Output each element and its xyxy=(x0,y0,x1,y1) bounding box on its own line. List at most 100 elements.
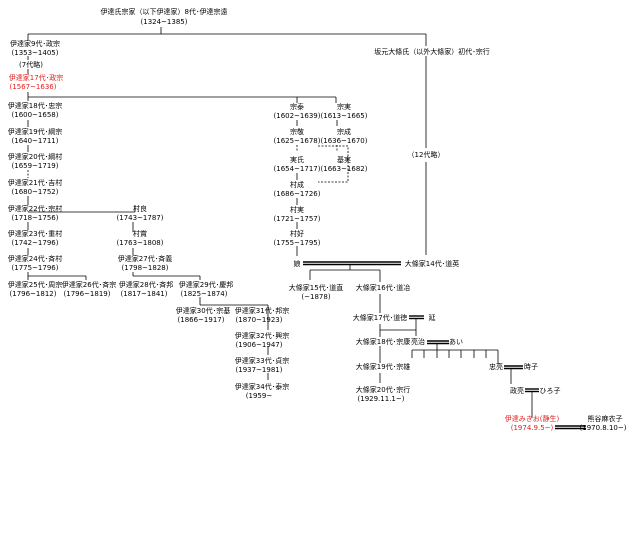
node-munenari: 宗成 (1636~1670) xyxy=(321,127,368,145)
node-years: (1686~1726) xyxy=(274,190,321,198)
node-years: (1796~1812) xyxy=(10,290,57,298)
node-label: （12代略） xyxy=(408,150,445,159)
node-d28: 伊達家28代･斉邦 (1817~1841) xyxy=(119,280,173,298)
node-label: 政亮 xyxy=(510,386,524,395)
node-label: 伊達家18代･忠宗 xyxy=(8,101,62,110)
node-label: 大條家15代･道直 xyxy=(289,283,343,292)
node-d23: 伊達家23代･重村 (1742~1796) xyxy=(8,229,62,247)
node-label: 村賞 xyxy=(133,229,147,238)
node-label: 宗泰 xyxy=(290,102,304,111)
node-root: 伊達氏宗家（以下伊達家）8代･伊達宗遠 (1324~1385) xyxy=(101,7,228,26)
node-years: (1796~1819) xyxy=(64,290,111,298)
node-years: (1721~1757) xyxy=(274,215,321,223)
node-murasada: 村賞 (1763~1808) xyxy=(117,229,164,247)
node-label: 村好 xyxy=(290,229,304,238)
node-years: (1817~1841) xyxy=(121,290,168,298)
node-years: (1663~1682) xyxy=(321,165,368,173)
node-munetai: 宗泰 (1602~1639) xyxy=(274,102,321,120)
node-label: 伊達家17代･政宗 xyxy=(9,73,63,82)
node-years: (1567~1636) xyxy=(10,83,57,91)
node-years: (1798~1828) xyxy=(122,264,169,272)
node-murazane: 村実 (1721~1757) xyxy=(274,205,321,223)
node-label: 伊達家9代･政宗 xyxy=(10,39,60,48)
node-o20: 大條家20代･宗行 (1929.11.1~) xyxy=(356,385,410,403)
node-label: 伊達家25代･周宗 xyxy=(8,280,62,289)
node-years: (1625~1678) xyxy=(274,137,321,145)
node-ai: あい xyxy=(449,338,463,346)
node-years: (1718~1756) xyxy=(12,214,59,222)
node-label: 宗敬 xyxy=(290,127,304,136)
node-sakamoto: 坂元大條氏（以外大條家）初代･宗行 xyxy=(374,47,490,56)
node-hiroko: ひろ子 xyxy=(540,387,561,395)
node-d20: 伊達家20代･綱村 (1659~1719) xyxy=(8,152,62,170)
node-d33: 伊達家33代･貞宗 (1937~1981) xyxy=(235,356,289,374)
node-label: 伊達家28代･斉邦 xyxy=(119,280,173,289)
node-years: (1324~1385) xyxy=(141,18,188,26)
node-label: 伊達家23代･重村 xyxy=(8,229,62,238)
node-ko: 延 xyxy=(429,313,436,322)
node-label: 伊達家22代･宗村 xyxy=(8,204,62,213)
node-label: 伊達家20代･綱村 xyxy=(8,152,62,161)
node-d32: 伊達家32代･興宗 (1906~1947) xyxy=(235,331,289,349)
node-years: (1636~1670) xyxy=(321,137,368,145)
node-label: 伊達みきお(静生) xyxy=(505,414,560,423)
node-years: (1755~1795) xyxy=(274,239,321,247)
node-masasuke: 政亮 xyxy=(510,386,524,395)
node-years: (1353~1405) xyxy=(12,49,59,57)
node-motozane: 基実 (1663~1682) xyxy=(321,155,368,173)
node-label: 伊達家33代･貞宗 xyxy=(235,356,289,365)
node-label: 娘 xyxy=(294,259,301,268)
node-years: (1659~1719) xyxy=(12,162,59,170)
node-d24: 伊達家24代･斉村 (1775~1796) xyxy=(8,254,62,272)
node-label: 伊達家30代･宗基 xyxy=(176,306,230,315)
node-years: (1775~1796) xyxy=(12,264,59,272)
node-d34: 伊達家34代･泰宗 (1959~ xyxy=(235,382,289,400)
node-muneisa: 宗敬 (1625~1678) xyxy=(274,127,321,145)
node-label: 宗実 xyxy=(337,102,351,111)
node-years: (1600~1658) xyxy=(12,111,59,119)
node-label: 伊達家29代･慶邦 xyxy=(179,280,233,289)
node-years: (1825~1874) xyxy=(181,290,228,298)
node-years: (1602~1639) xyxy=(274,112,321,120)
node-label: 大條家18代･宗康 xyxy=(356,337,410,346)
node-sanesuke: 実氏 (1654~1717) xyxy=(274,155,321,173)
node-d18: 伊達家18代･忠宗 (1600~1658) xyxy=(8,101,62,119)
node-d29: 伊達家29代･慶邦 (1825~1874) xyxy=(179,280,233,298)
node-years: (1742~1796) xyxy=(12,239,59,247)
node-d26: 伊達家26代･斉宗 (1796~1819) xyxy=(62,280,116,298)
node-years: (1870~1923) xyxy=(236,316,283,324)
node-label: 大條家14代･道英 xyxy=(405,259,459,268)
connector-lines xyxy=(27,27,586,430)
node-label: 伊達家19代･綱宗 xyxy=(8,127,62,136)
node-years: (1680~1752) xyxy=(12,188,59,196)
node-o19: 大條家19代･宗雄 xyxy=(356,362,410,371)
node-label: 熊谷麻衣子 xyxy=(588,414,623,423)
node-years: (~1878) xyxy=(301,293,330,301)
node-murayoshi: 村好 (1755~1795) xyxy=(274,229,321,247)
node-label: 時子 xyxy=(524,363,538,371)
node-musume: 娘 xyxy=(294,259,301,268)
node-mikio: 伊達みきお(静生) (1974.9.5~) xyxy=(505,414,560,432)
node-d12ryaku: （12代略） xyxy=(408,150,445,159)
node-label: 宗成 xyxy=(337,127,351,136)
node-label: 大條家19代･宗雄 xyxy=(356,362,410,371)
node-label: 実氏 xyxy=(290,155,304,164)
node-o17: 大條家17代･道徳 xyxy=(353,313,407,322)
node-years: (1974.9.5~) xyxy=(511,424,554,432)
node-muranaga: 村良 (1743~1787) xyxy=(117,204,164,222)
node-label: 伊達氏宗家（以下伊達家）8代･伊達宗遠 xyxy=(101,7,228,16)
node-kumagai: 熊谷麻衣子 (1970.8.10~) xyxy=(580,414,627,432)
node-label: 大條家16代･道冶 xyxy=(356,283,410,292)
node-d25: 伊達家25代･周宗 (1796~1812) xyxy=(8,280,62,298)
node-years: (1866~1917) xyxy=(178,316,225,324)
node-d31: 伊達家31代･邦宗 (1870~1923) xyxy=(235,306,289,324)
node-label: あい xyxy=(449,338,463,346)
node-muranari: 村成 (1686~1726) xyxy=(274,180,321,198)
node-d7ryaku: (7代略) xyxy=(19,60,43,69)
node-label: 忠亮 xyxy=(489,362,503,371)
node-label: 伊達家26代･斉宗 xyxy=(62,280,116,289)
node-d30: 伊達家30代･宗基 (1866~1917) xyxy=(176,306,230,324)
node-years: (1970.8.10~) xyxy=(580,424,627,432)
node-ryoji: 亮治 xyxy=(411,337,425,346)
